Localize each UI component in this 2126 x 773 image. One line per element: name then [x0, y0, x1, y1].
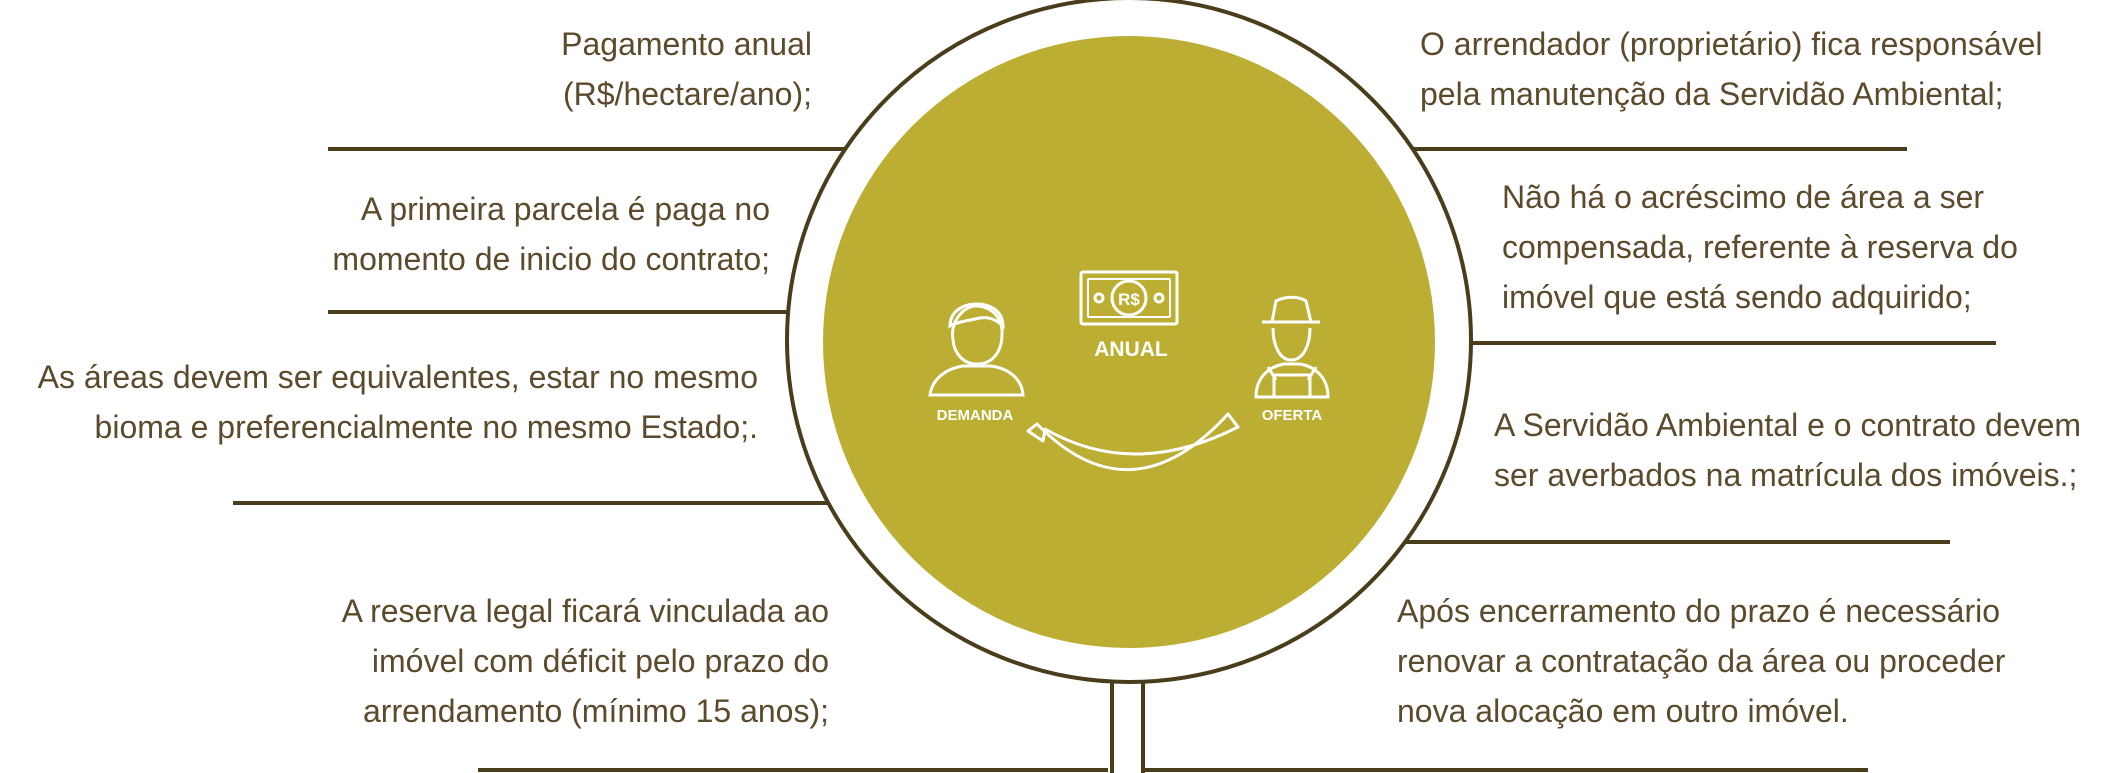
left-block-annual-payment: Pagamento anual (R$/hectare/ano);	[561, 19, 812, 119]
person-icon	[928, 302, 1025, 397]
text-line: As áreas devem ser equivalentes, estar n…	[37, 359, 758, 395]
left-block-legal-reserve: A reserva legal ficará vinculada ao imóv…	[342, 586, 829, 736]
handshake-arc-icon	[1026, 412, 1240, 471]
text-line: Pagamento anual	[561, 26, 812, 62]
center-disc	[823, 36, 1435, 648]
money-bill-icon	[1079, 270, 1179, 326]
oferta-label: OFERTA	[1262, 407, 1323, 424]
text-line: renovar a contratação da área ou procede…	[1397, 643, 2006, 679]
text-line: bioma e preferencialmente no mesmo Estad…	[94, 409, 758, 445]
right-block-term-end: Após encerramento do prazo é necessário …	[1397, 586, 2005, 736]
anual-label: ANUAL	[1094, 338, 1168, 361]
text-line: A reserva legal ficará vinculada ao	[341, 593, 829, 629]
money-symbol: R$	[1118, 290, 1140, 309]
right-block-lessor-responsibility: O arrendador (proprietário) fica respons…	[1420, 19, 2043, 119]
left-block-equivalent-areas: As áreas devem ser equivalentes, estar n…	[38, 352, 758, 452]
text-line: A Servidão Ambiental e o contrato devem	[1494, 407, 2082, 443]
text-line: arrendamento (mínimo 15 anos);	[363, 693, 829, 729]
demanda-label: DEMANDA	[937, 407, 1014, 424]
text-line: Após encerramento do prazo é necessário	[1397, 593, 2001, 629]
right-block-registration: A Servidão Ambiental e o contrato devem …	[1494, 400, 2081, 500]
text-line: imóvel com déficit pelo prazo do	[371, 643, 829, 679]
text-line: imóvel que está sendo adquirido;	[1502, 279, 1972, 315]
text-line: Não há o acréscimo de área a ser	[1502, 179, 1985, 215]
connector-lines	[233, 147, 1996, 773]
text-line: ser averbados na matrícula dos imóveis.;	[1494, 457, 2078, 493]
text-line: momento de inicio do contrato;	[332, 241, 770, 277]
text-line: pela manutenção da Servidão Ambiental;	[1420, 76, 2004, 112]
text-line: (R$/hectare/ano);	[562, 76, 812, 112]
text-line: O arrendador (proprietário) fica respons…	[1420, 26, 2043, 62]
text-line: A primeira parcela é paga no	[360, 191, 770, 227]
farmer-icon	[1254, 295, 1330, 399]
text-line: nova alocação em outro imóvel.	[1397, 693, 1849, 729]
text-line: compensada, referente à reserva do	[1502, 229, 2018, 265]
right-block-no-area-increase: Não há o acréscimo de área a ser compens…	[1502, 172, 2018, 322]
left-block-first-installment: A primeira parcela é paga no momento de …	[332, 184, 770, 284]
